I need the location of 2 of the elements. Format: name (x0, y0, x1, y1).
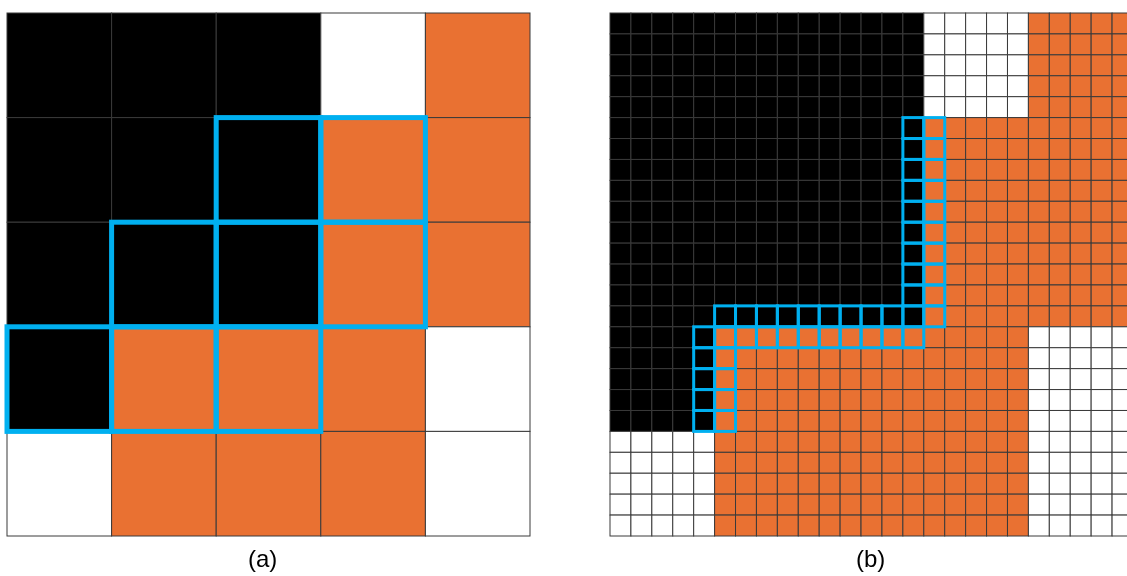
panel-label: (b) (856, 545, 886, 573)
panel-label: (a) (248, 545, 278, 573)
